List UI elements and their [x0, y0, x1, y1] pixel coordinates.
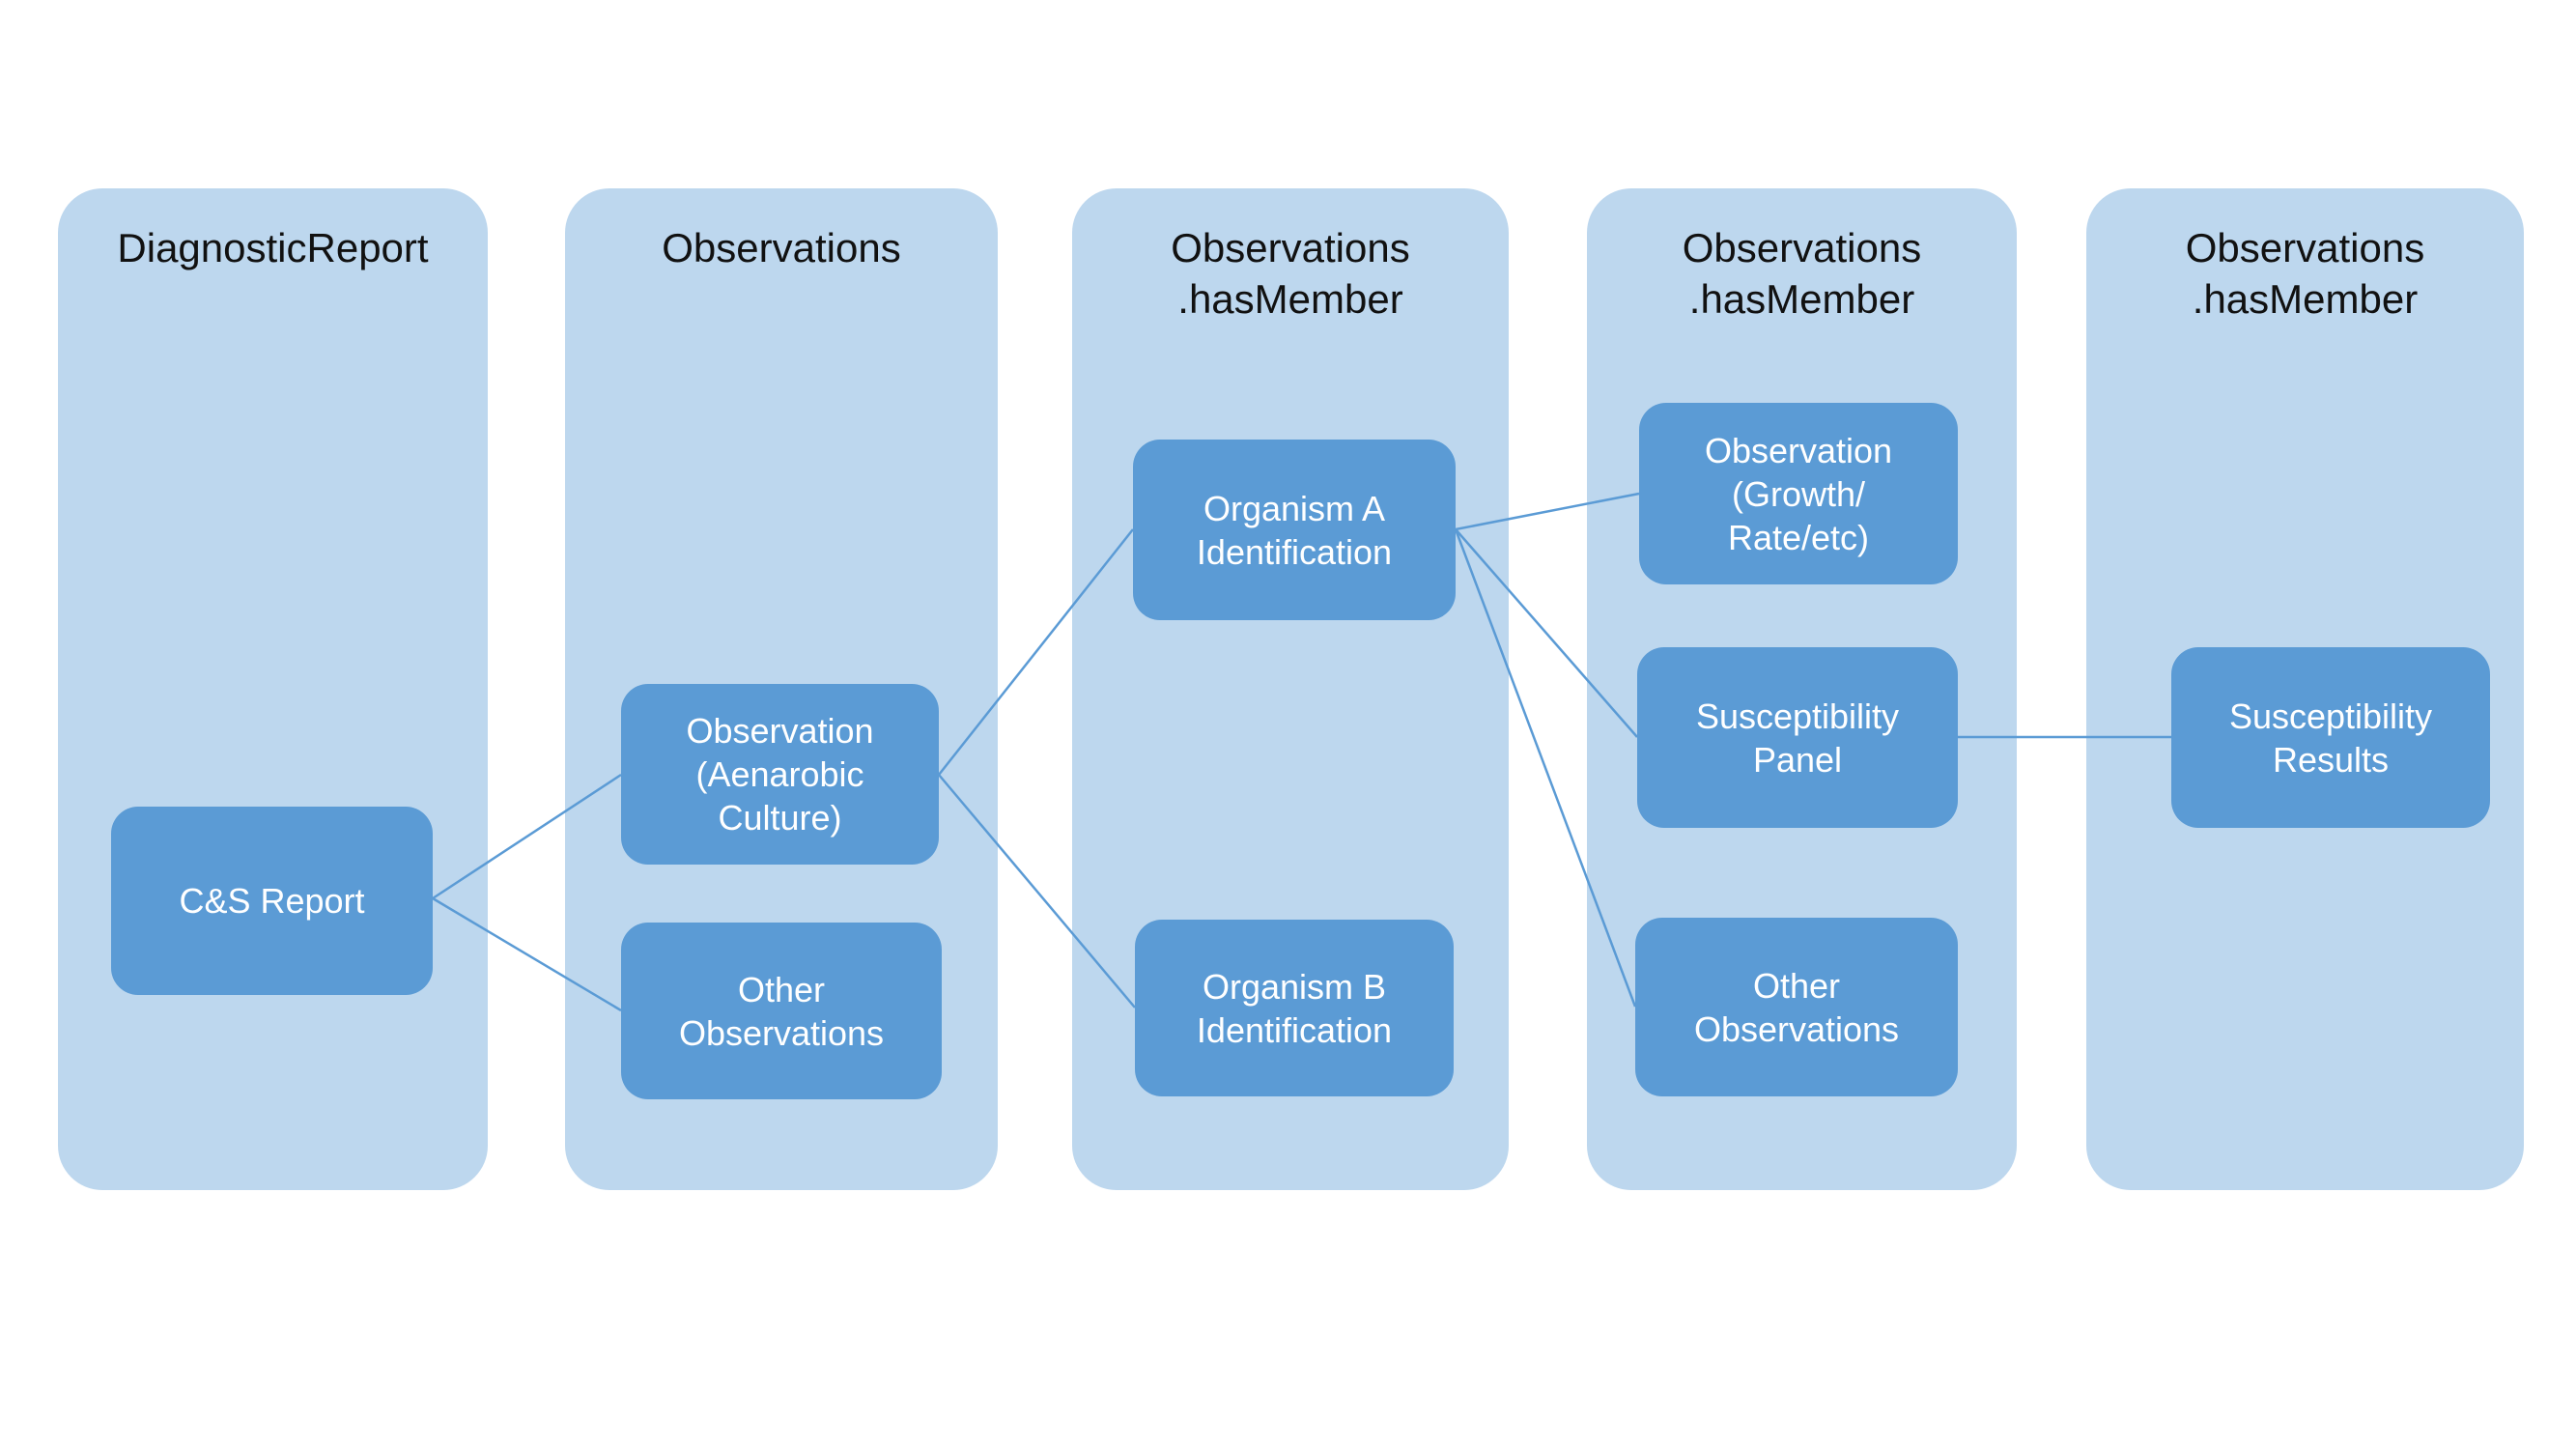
node-label-line: Observations — [678, 1012, 885, 1053]
node-label-line: Culture) — [718, 798, 842, 838]
node-label-line: Other — [737, 969, 826, 1009]
node-label-line: Identification — [1196, 1009, 1393, 1050]
node-label-line: (Growth/ — [1731, 473, 1866, 514]
node-cs-report: C&S Report — [111, 807, 433, 995]
node-label-line: (Aenarobic — [695, 754, 864, 794]
connector-organism-a-to-other-observations-2 — [1454, 528, 1637, 1008]
column-title: DiagnosticReport — [58, 223, 488, 274]
column-title-line: Observations — [662, 225, 901, 270]
column-title-line: .hasMember — [2192, 275, 2419, 322]
node-label-line: Susceptibility — [1695, 696, 1900, 736]
node-label-line: Observations — [1693, 1009, 1900, 1049]
node-label-line: Observation — [686, 711, 874, 751]
node-label-line: Observation — [1704, 430, 1893, 470]
column-title: Observations — [565, 223, 998, 274]
node-label-line: Susceptibility — [2228, 696, 2433, 736]
connector-cs-report-to-observation-aenarobic — [432, 773, 622, 900]
node-label-line: Panel — [1752, 739, 1843, 780]
connector-cs-report-to-other-observations-1 — [432, 896, 622, 1012]
column-diagnosticreport: DiagnosticReport — [58, 188, 488, 1190]
column-title-line: .hasMember — [1177, 275, 1403, 322]
connector-organism-a-to-observation-growth-rate — [1455, 492, 1640, 531]
column-title: Observations .hasMember — [2086, 223, 2524, 325]
node-observation-growth-rate: Observation(Growth/Rate/etc) — [1639, 403, 1958, 584]
connector-organism-a-to-susceptibility-panel — [1455, 528, 1638, 738]
column-title-line: Observations — [2185, 225, 2425, 270]
column-title: Observations .hasMember — [1072, 223, 1509, 325]
connector-observation-aenarobic-to-organism-a — [938, 528, 1134, 776]
connector-observation-aenarobic-to-organism-b — [938, 774, 1136, 1009]
node-label-line: Other — [1752, 965, 1841, 1006]
node-label-line: Results — [2272, 739, 2390, 780]
column-title-line: DiagnosticReport — [117, 225, 429, 270]
column-title-line: Observations — [1171, 225, 1410, 270]
column-title-line: Observations — [1682, 225, 1922, 270]
node-label-line: Rate/etc) — [1727, 517, 1870, 557]
node-label-line: C&S Report — [179, 881, 365, 921]
column-title-line: .hasMember — [1688, 275, 1915, 322]
node-label-line: Identification — [1196, 531, 1393, 572]
node-label-line: Organism B — [1202, 966, 1387, 1007]
node-label-line: Organism A — [1203, 488, 1386, 528]
column-title: Observations .hasMember — [1587, 223, 2017, 325]
